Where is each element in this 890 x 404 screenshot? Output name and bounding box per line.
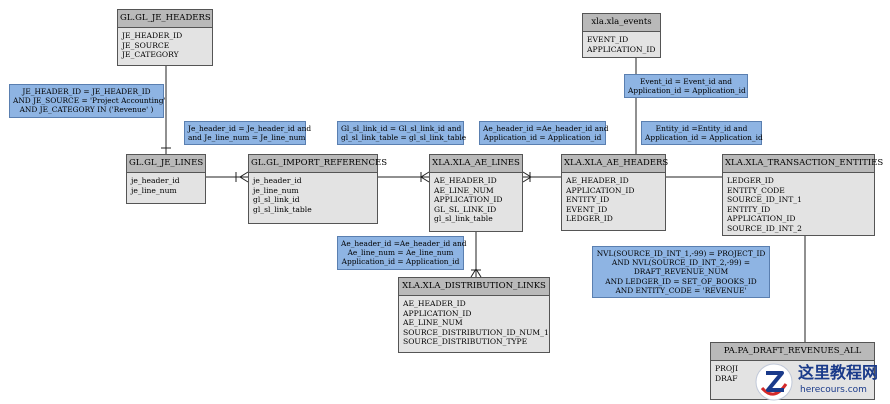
entity-field: ENTITY_ID: [727, 204, 771, 214]
note-line: JE_HEADER_ID = JE_HEADER_ID: [22, 87, 151, 96]
entity-title: XLA.XLA_AE_HEADERS: [562, 155, 668, 173]
entity-title: XLA.XLA_TRANSACTION_ENTITIES: [723, 155, 883, 173]
entity-field: AE_LINE_NUM: [403, 318, 463, 328]
entity-field: GL_SL_LINK_ID: [434, 204, 497, 214]
entity-field: LEDGER_ID: [727, 176, 774, 185]
entity-field: EVENT_ID: [587, 35, 629, 44]
entity-field: APPLICATION_ID: [587, 44, 656, 54]
note-line: AND JE_CATEGORY IN ('Revenue' ): [19, 105, 154, 115]
note-line: Application_id = Application_id: [483, 133, 602, 143]
note-line: Je_header_id = Je_header_id and: [188, 124, 312, 133]
entity-title: XLA.XLA_DISTRIBUTION_LINKS: [399, 278, 549, 296]
watermark: 这里教程网 herecours.com: [752, 362, 888, 402]
rel-aelines-dist-crow: [470, 268, 482, 278]
entity-field: SOURCE_DISTRIBUTION_TYPE: [403, 337, 528, 347]
entity-title: PA.PA_DRAFT_REVENUES_ALL: [711, 343, 874, 361]
entity-field: SOURCE_ID_INT_2: [727, 223, 802, 233]
note-line: AND LEDGER_ID = SET_OF_BOOKS_ID: [605, 276, 757, 286]
entity-field: APPLICATION_ID: [403, 308, 472, 318]
note-line: and Je_line_num = Je_line_num: [188, 133, 306, 143]
entity-field: AE_LINE_NUM: [434, 185, 494, 195]
entity-field: EVENT_ID: [566, 204, 608, 214]
entity-field: LEDGER_ID: [566, 214, 613, 224]
entity-field: APPLICATION_ID: [566, 185, 635, 195]
entity-field: je_header_id: [131, 176, 180, 185]
entity-field: APPLICATION_ID: [727, 214, 796, 224]
entity-title: GL.GL_JE_HEADERS: [118, 10, 212, 28]
note-line: AND NVL(SOURCE_ID_INT_2,-99) =: [611, 258, 751, 268]
note-line: AND JE_SOURCE = 'Project Accounting': [13, 96, 166, 106]
note-line: Application_id = Application_id: [628, 86, 746, 96]
entity-field: JE_SOURCE: [122, 40, 170, 50]
note-line: Application_id = Application_id: [645, 133, 763, 143]
entity-field: SOURCE_DISTRIBUTION_ID_NUM_1: [403, 327, 549, 337]
entity-field: APPLICATION_ID: [434, 195, 503, 205]
entity-field: AE_HEADER_ID: [566, 176, 629, 185]
note-line: DRAFT_REVENUE_NUM: [633, 267, 729, 277]
entity-field: JE_HEADER_ID: [122, 31, 183, 40]
watermark-logo-icon: [755, 363, 793, 401]
note-line: Event_id = Event_id and: [639, 77, 733, 86]
rel-aelines-aeheaders-crow: [522, 171, 532, 183]
entity-field: ENTITY_CODE: [727, 185, 785, 195]
entity-field: gl_sl_link_table: [253, 204, 312, 214]
note-line: AND ENTITY_CODE = 'REVENUE': [615, 285, 747, 295]
rel-lines-refs-crow: [239, 171, 249, 183]
entity-field: AE_HEADER_ID: [403, 299, 466, 308]
note-line: Gl_sl_link_id = Gl_sl_link_id and: [341, 124, 462, 133]
entity-field: SOURCE_ID_INT_1: [727, 195, 802, 205]
entity-field: JE_CATEGORY: [122, 50, 179, 60]
entity-field: DRAF: [715, 373, 738, 383]
note-line: Application_id = Application_id: [341, 257, 460, 267]
entity-field: gl_sl_link_id: [253, 195, 300, 205]
note-line: Ae_header_id =Ae_header_id and: [483, 124, 609, 133]
entity-title: XLA.XLA_AE_LINES: [430, 155, 522, 173]
entity-field: je_header_id: [253, 176, 302, 185]
note-line: Ae_line_num = Ae_line_num: [347, 248, 454, 258]
entity-field: je_line_num: [253, 185, 299, 195]
entity-title: GL.GL_IMPORT_REFERENCES: [249, 155, 387, 173]
rel-refs-aelines-crow: [420, 171, 430, 183]
note-line: Ae_header_id =Ae_header_id and: [341, 239, 467, 248]
watermark-title: 这里教程网: [798, 363, 879, 382]
note-line: Entity_id =Entity_id and: [655, 124, 748, 133]
entity-title: GL.GL_JE_LINES: [127, 155, 205, 173]
entity-title: xla.xla_events: [583, 14, 660, 32]
entity-field: je_line_num: [131, 185, 177, 195]
note-line: gl_sl_link_table = gl_sl_link_table: [341, 133, 467, 143]
entity-field: AE_HEADER_ID: [434, 176, 497, 185]
note-line: NVL(SOURCE_ID_INT_1,-99) = PROJECT_ID: [596, 249, 766, 258]
entity-field: ENTITY_ID: [566, 195, 610, 205]
entity-field: PROJI: [715, 364, 739, 373]
watermark-url: herecours.com: [800, 385, 867, 395]
entity-field: gl_sl_link_table: [434, 214, 493, 224]
